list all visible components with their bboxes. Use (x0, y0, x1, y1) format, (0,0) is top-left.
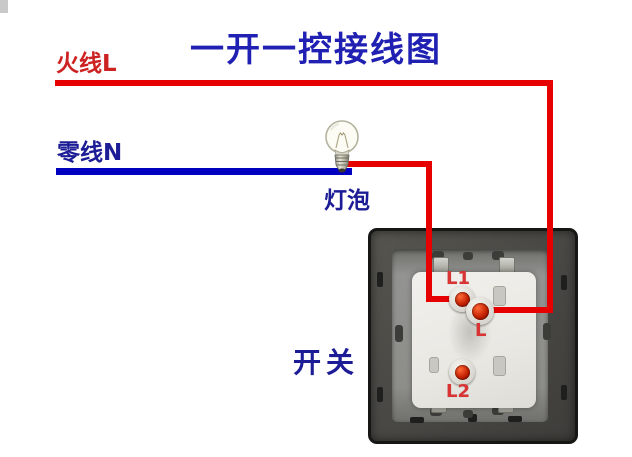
live-wire-to-terminal-l-segment (480, 307, 553, 313)
switch-label: 开关 (293, 346, 360, 379)
light-bulb-illustration (325, 120, 359, 173)
recess-tab (463, 410, 473, 418)
frame-slot (410, 417, 424, 423)
terminal-l-label: L (475, 320, 487, 341)
module-slot (429, 357, 439, 373)
frame-slot (377, 272, 383, 287)
recess-tab (492, 251, 504, 260)
live-wire-top-segment (55, 80, 553, 86)
neutral-wire-label: 零线N (57, 140, 123, 166)
terminal-l2-dot (454, 364, 470, 380)
corner-artifact (0, 0, 8, 13)
module-slot (493, 286, 506, 306)
recess-tab (463, 252, 473, 260)
frame-slot (377, 387, 383, 402)
frame-slot (508, 416, 522, 422)
frame-slot (561, 385, 567, 400)
lamp-wire-to-terminal-l1-segment (426, 296, 464, 302)
lamp-wire-horizontal-segment (347, 161, 432, 167)
module-slot (493, 356, 506, 376)
terminal-l2 (449, 359, 475, 385)
terminal-l1-label: L1 (446, 268, 470, 289)
diagram-title: 一开一控接线图 (190, 30, 442, 70)
frame-slot (468, 414, 477, 422)
live-wire-right-drop-segment (547, 80, 553, 313)
terminal-l2-label: L2 (446, 381, 470, 402)
bulb-label: 灯泡 (324, 188, 370, 214)
neutral-wire-segment (56, 168, 352, 175)
recess-side-slot (395, 325, 403, 342)
live-wire-label: 火线L (56, 51, 117, 77)
recess-tab (432, 251, 444, 260)
frame-slot (561, 275, 567, 290)
terminal-l-dot (471, 302, 489, 320)
terminal-l1-dot (454, 291, 470, 307)
terminal-l (466, 297, 494, 325)
lamp-wire-drop-segment (426, 161, 432, 302)
recess-side-slot (543, 323, 551, 340)
